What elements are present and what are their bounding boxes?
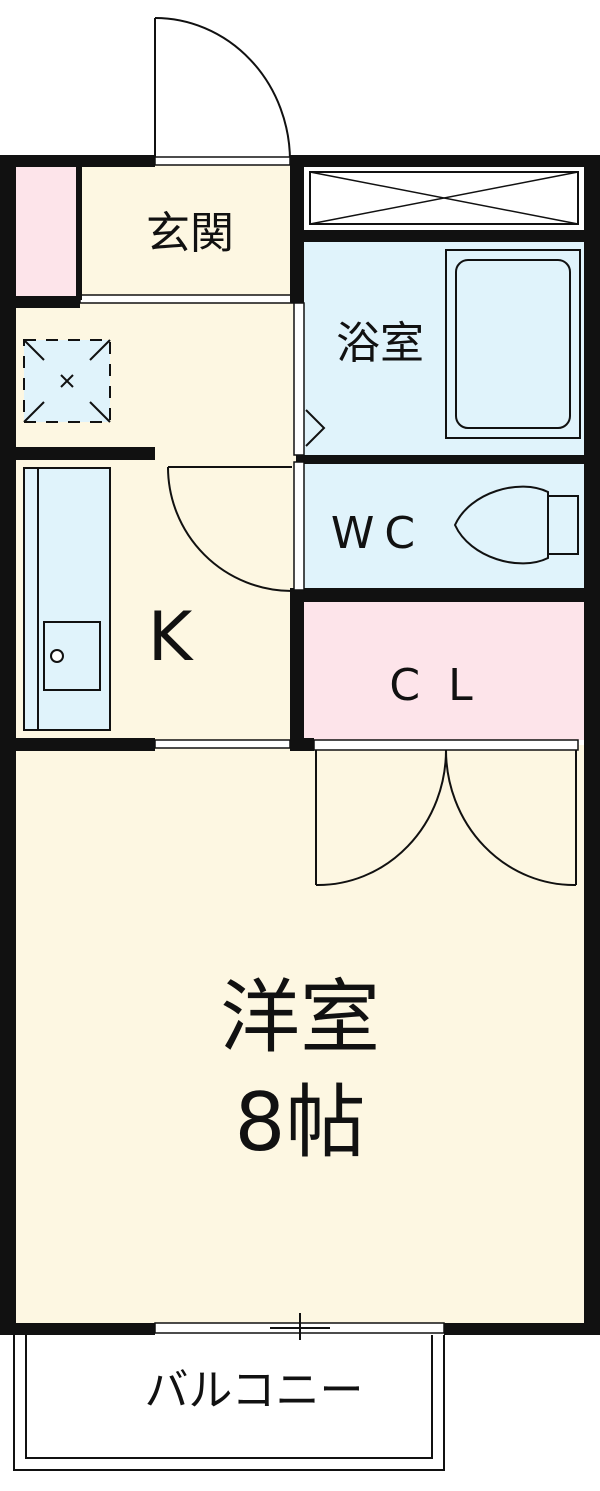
- vent-fan-diag-a: [23, 339, 45, 361]
- wall-right: [584, 155, 600, 1335]
- wall-kitchen-bottom-left: [0, 738, 155, 751]
- closet-door-left-swing: [315, 749, 447, 887]
- closet-door-sill: [313, 739, 579, 751]
- balcony-label: バルコニー: [144, 1365, 363, 1416]
- wall-bath-toilet: [296, 455, 600, 464]
- wall-entrance-step: [79, 294, 295, 304]
- wall-bottom-right: [444, 1323, 600, 1335]
- toilet-door-frame: [293, 461, 305, 591]
- vent-fan-x-b: [60, 374, 74, 388]
- western-room-label: 洋室: [220, 971, 380, 1064]
- wall-closet-bottom: [290, 738, 314, 751]
- vent-fan-diag-b: [89, 339, 111, 361]
- vent-fan-diag-c: [23, 401, 45, 423]
- balcony-outline: [13, 1335, 445, 1471]
- bath-door-marker: [305, 409, 326, 447]
- wall-shoe-side: [76, 165, 82, 300]
- entrance-door-swing: [154, 17, 291, 162]
- entrance-door-sill: [154, 156, 291, 166]
- closet-door-right-swing: [445, 749, 577, 887]
- bath-label: 浴室: [336, 318, 424, 369]
- wall-top-left: [0, 155, 155, 167]
- wall-bath-top: [290, 230, 600, 242]
- balcony-floor: [14, 1333, 444, 1473]
- pipe-space-outline: [309, 171, 579, 225]
- wall-shoe-cabinet-base: [16, 296, 80, 308]
- wall-kitchen-top: [0, 447, 155, 460]
- bathtub-inner: [455, 259, 571, 429]
- wall-toilet-closet: [290, 588, 600, 602]
- balcony-rail: [25, 1335, 433, 1459]
- wall-bottom-left: [0, 1323, 155, 1335]
- kitchen-room-sill: [154, 739, 291, 749]
- toilet-tank: [547, 495, 579, 555]
- bath-door-frame: [293, 302, 305, 456]
- wall-center-upper: [290, 155, 304, 303]
- entrance-label: 玄関: [146, 208, 234, 259]
- shoe-cabinet: [16, 165, 80, 300]
- vent-fan-diag-d: [89, 401, 111, 423]
- wall-center-mid: [290, 590, 304, 750]
- kitchen-sink: [43, 621, 101, 691]
- kitchen-drain: [50, 649, 64, 663]
- wall-top-right: [290, 155, 600, 167]
- pipe-space-cross-b: [309, 171, 579, 225]
- closet-label: CL: [389, 660, 500, 711]
- toilet-bowl: [453, 485, 549, 565]
- western-room-size: 8帖: [235, 1076, 366, 1169]
- entrance-floor: [80, 165, 294, 300]
- kitchen-door-swing: [167, 466, 293, 592]
- western-room-floor: [16, 745, 584, 1325]
- closet-floor: [304, 600, 584, 740]
- toilet-label: WC: [331, 508, 425, 559]
- kitchen-label: K: [148, 598, 195, 677]
